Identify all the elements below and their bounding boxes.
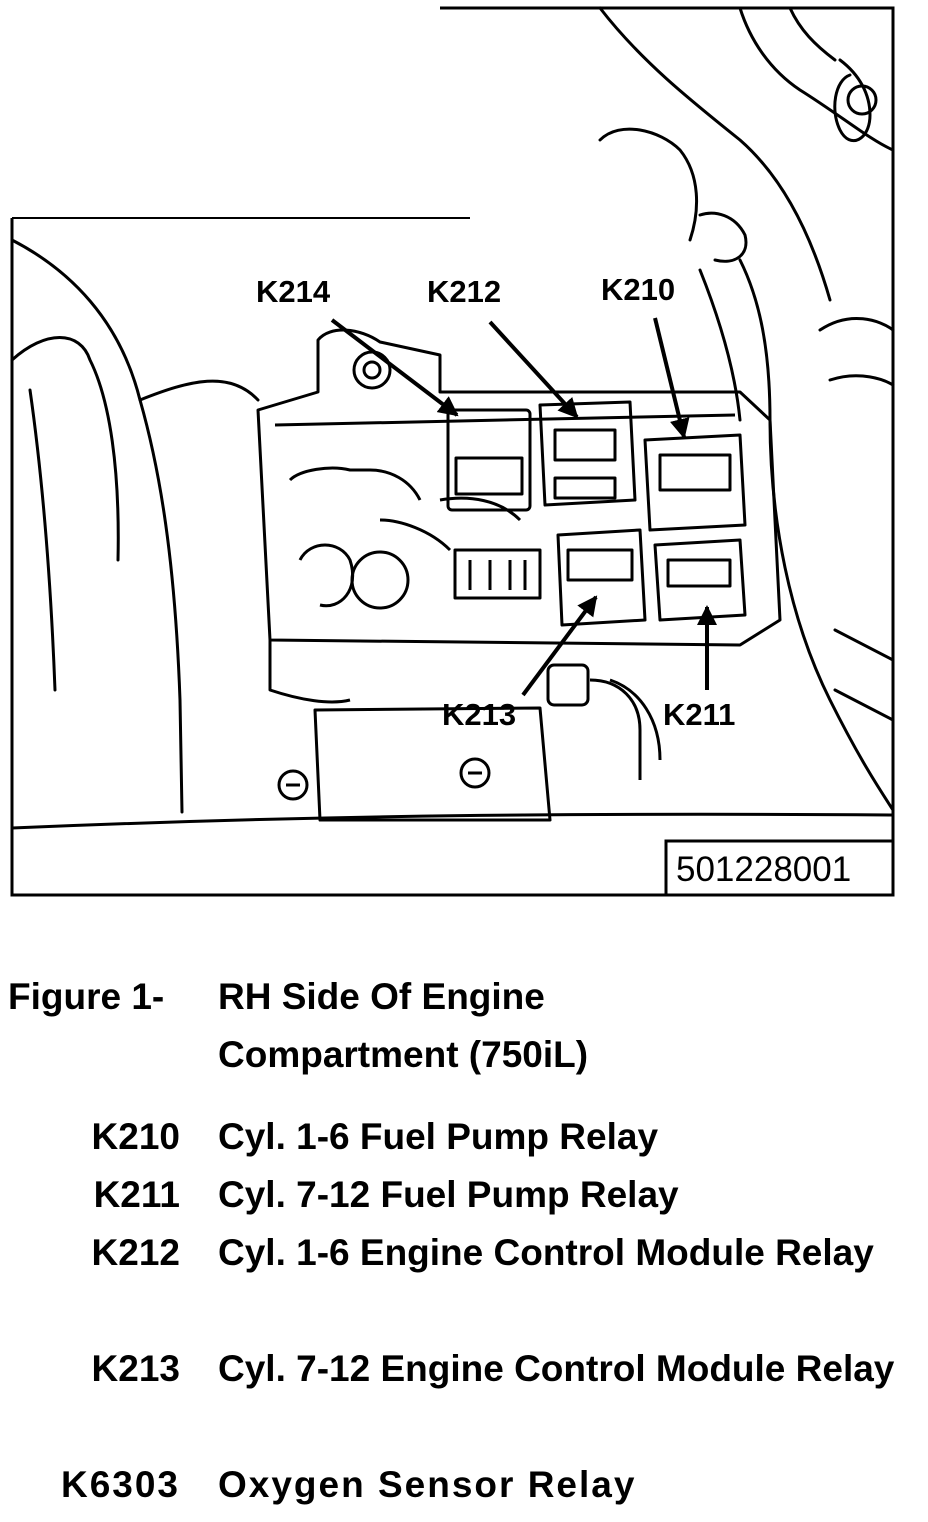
caption-title-line-2: Compartment (750iL) bbox=[218, 1034, 589, 1075]
legend-code: K210 bbox=[91, 1116, 180, 1157]
legend-item: K213 Cyl. 7-12 Engine Control Module Rel… bbox=[0, 1340, 928, 1456]
engine-bay-linework bbox=[10, 6, 895, 830]
arrow-k212 bbox=[488, 320, 579, 419]
callout-k211: K211 bbox=[663, 697, 735, 732]
legend-description: Cyl. 1-6 Engine Control Module Relay bbox=[218, 1232, 874, 1273]
legend-item: K210 Cyl. 1-6 Fuel Pump Relay bbox=[0, 1108, 928, 1166]
relay-box bbox=[256, 328, 782, 822]
callout-k213: K213 bbox=[442, 697, 516, 732]
arrow-k210 bbox=[653, 317, 690, 439]
legend-item: K211 Cyl. 7-12 Fuel Pump Relay bbox=[0, 1166, 928, 1224]
figure-frame bbox=[10, 6, 895, 897]
engine-compartment-illustration: K214 K212 K210 K213 K211 501228001 bbox=[10, 6, 895, 897]
callout-k210: K210 bbox=[601, 272, 675, 307]
arrow-k214 bbox=[330, 318, 459, 417]
relay-legend: K210 Cyl. 1-6 Fuel Pump Relay K211 Cyl. … bbox=[0, 1108, 928, 1514]
callout-labels: K214 K212 K210 K213 K211 bbox=[256, 272, 735, 732]
legend-description: Cyl. 1-6 Fuel Pump Relay bbox=[218, 1116, 659, 1157]
legend-item: K6303 Oxygen Sensor Relay bbox=[0, 1456, 928, 1514]
image-number: 501228001 bbox=[676, 850, 851, 889]
arrow-k213 bbox=[521, 595, 598, 697]
callout-k212: K212 bbox=[427, 274, 501, 309]
callout-k214: K214 bbox=[256, 274, 331, 309]
legend-code: K213 bbox=[91, 1348, 180, 1389]
legend-description: Cyl. 7-12 Fuel Pump Relay bbox=[218, 1174, 679, 1215]
legend-description: Oxygen Sensor Relay bbox=[218, 1464, 637, 1505]
callout-arrows bbox=[330, 317, 717, 697]
legend-code: K211 bbox=[93, 1174, 180, 1215]
legend-code: K212 bbox=[91, 1232, 180, 1273]
legend-code: K6303 bbox=[60, 1464, 180, 1505]
legend-item: K212 Cyl. 1-6 Engine Control Module Rela… bbox=[0, 1224, 928, 1340]
image-number-box: 501228001 bbox=[664, 839, 895, 897]
caption-title-line-1: RH Side Of Engine bbox=[218, 976, 545, 1017]
legend-description: Cyl. 7-12 Engine Control Module Relay bbox=[218, 1348, 895, 1389]
figure-label: Figure 1- bbox=[8, 976, 165, 1017]
